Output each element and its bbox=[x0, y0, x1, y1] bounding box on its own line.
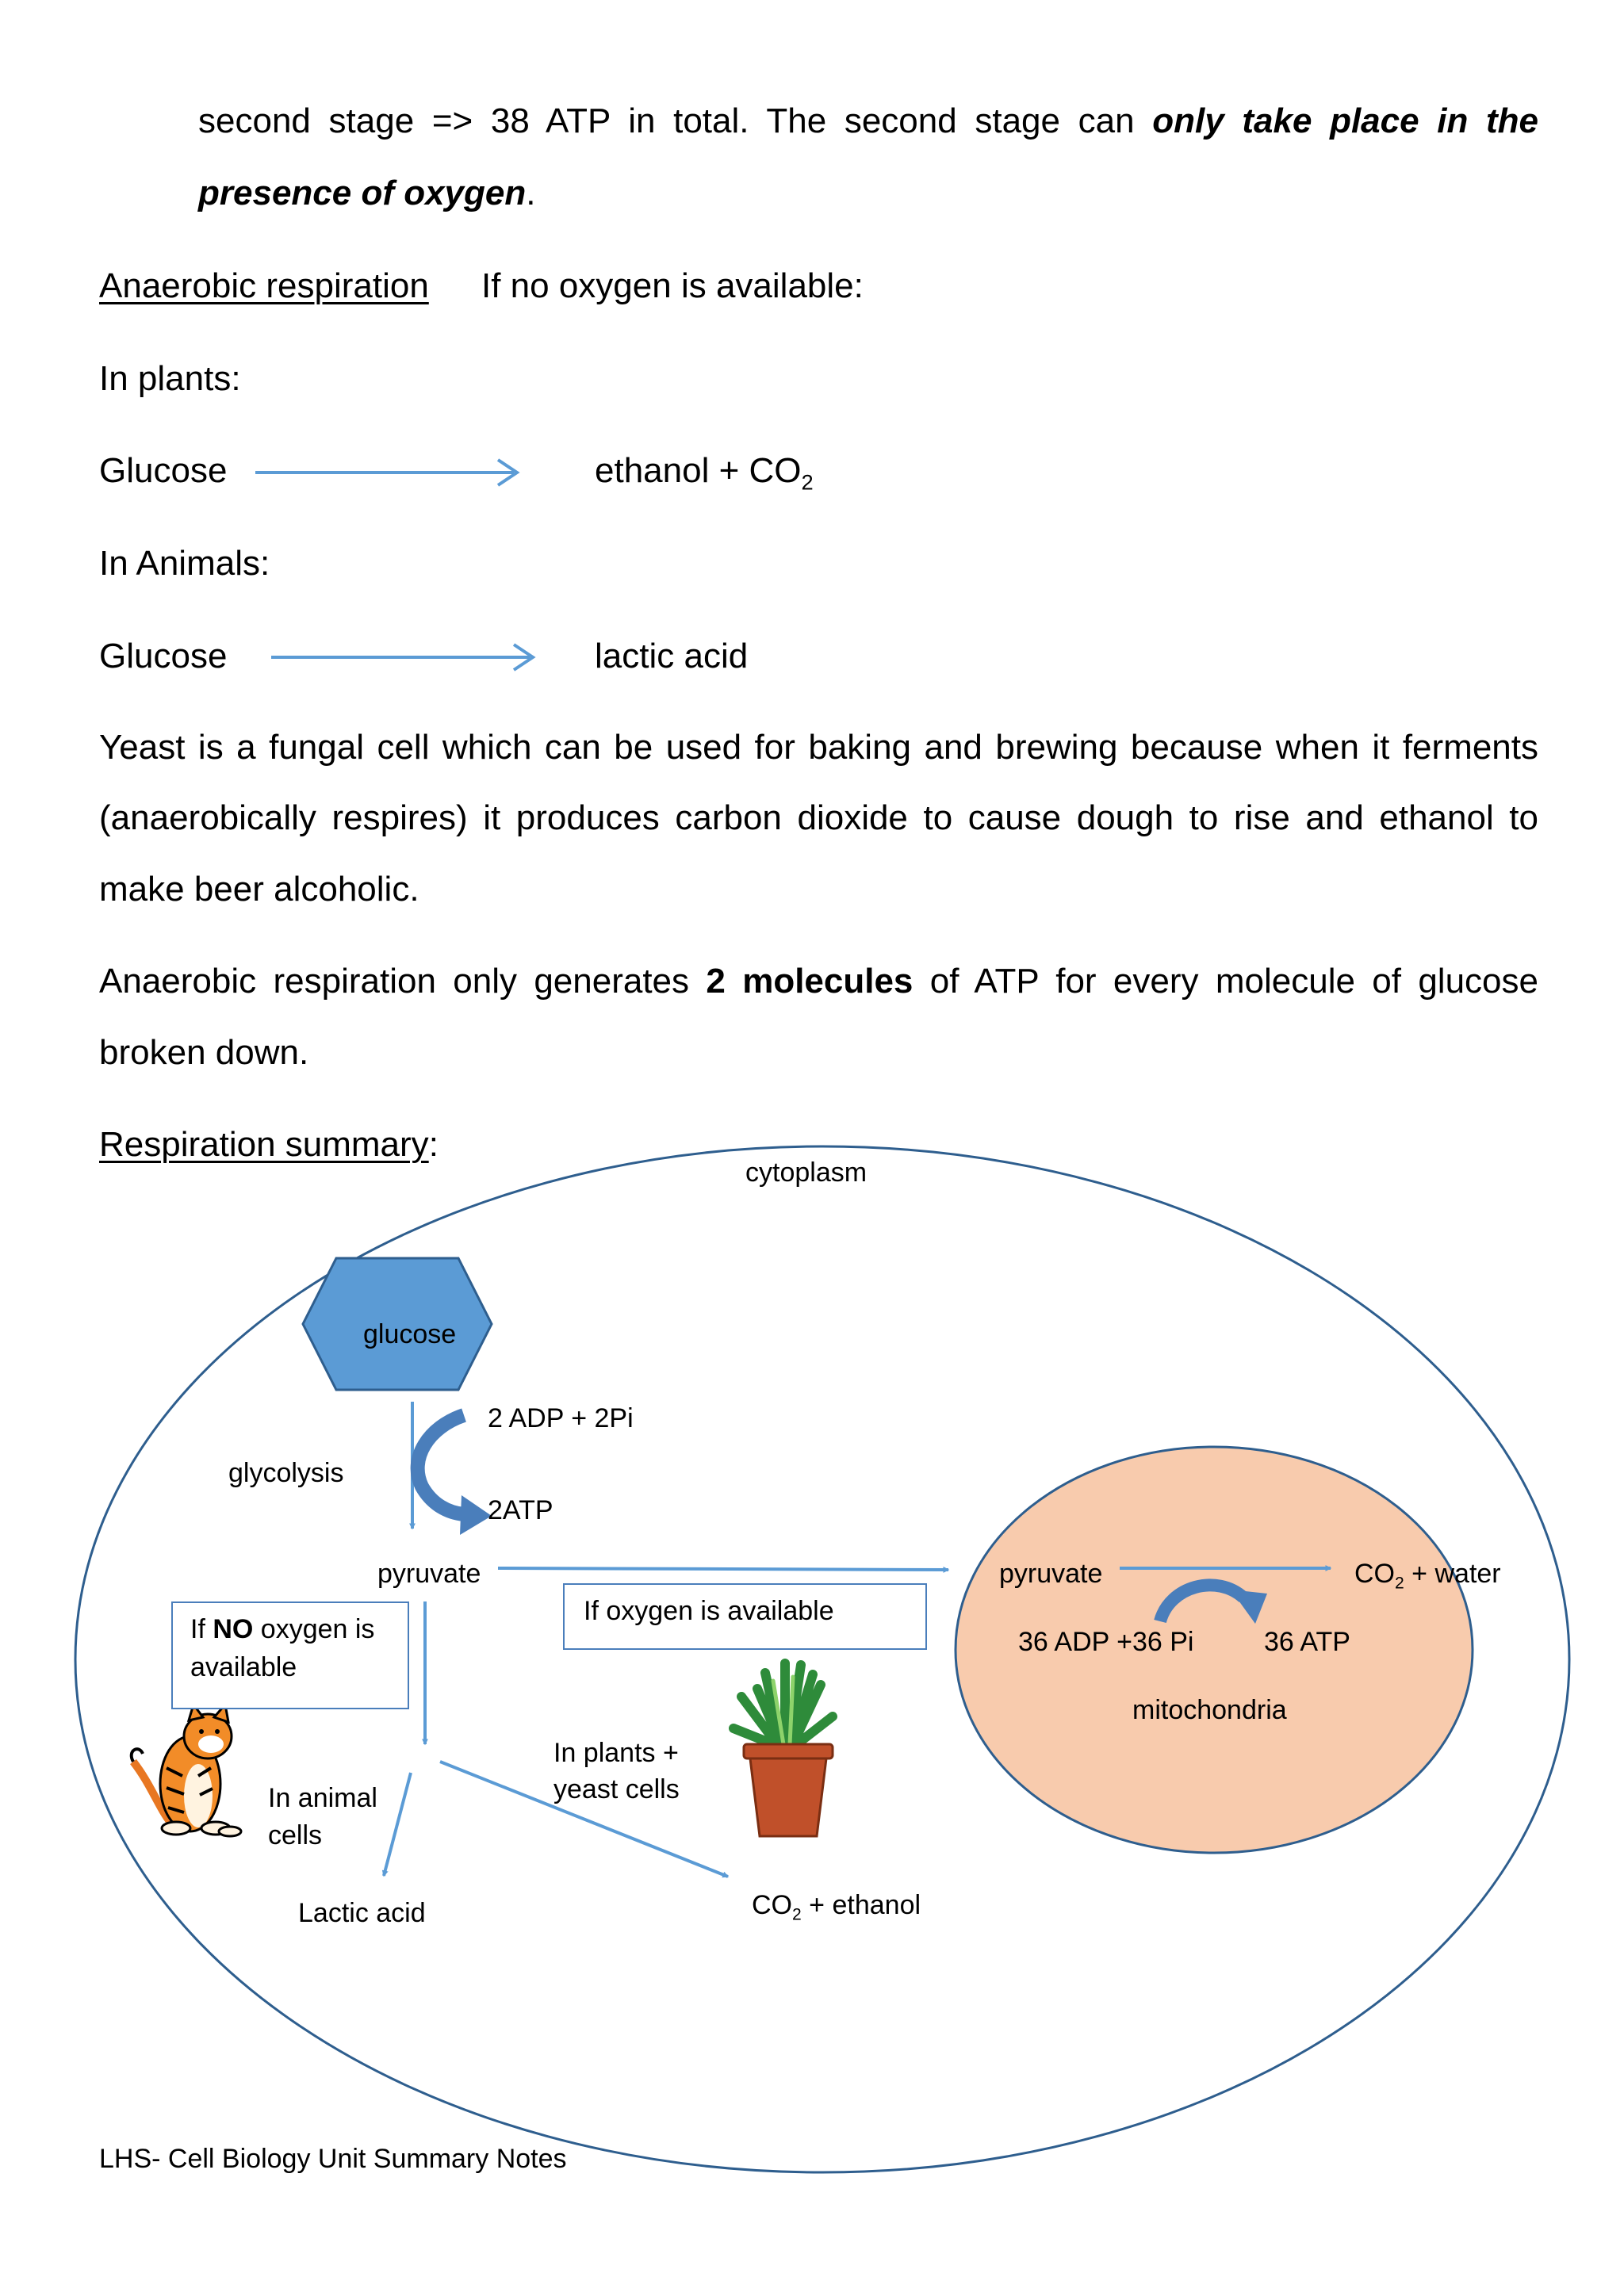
plants-reactant: Glucose bbox=[99, 451, 228, 490]
no-oxygen-box: If NO oxygen is available bbox=[171, 1601, 409, 1709]
plants-label: In plants: bbox=[99, 359, 241, 398]
mito-atp-label: 36 ATP bbox=[1264, 1627, 1350, 1657]
atp-output-label: 2ATP bbox=[488, 1495, 553, 1525]
oxygen-available-label: If oxygen is available bbox=[584, 1596, 834, 1626]
intro-line-1: second stage => 38 ATP in total. The sec… bbox=[198, 101, 1538, 140]
lactic-acid-label: Lactic acid bbox=[298, 1898, 426, 1928]
plants-yeast-label-2: yeast cells bbox=[553, 1774, 680, 1804]
anaerobic-condition: If no oxygen is available: bbox=[481, 266, 864, 305]
emphasis-presence-of-oxygen: presence of oxygen bbox=[198, 174, 527, 212]
atp-line-1: Anaerobic respiration only generates 2 m… bbox=[99, 962, 1538, 1001]
glucose-label: glucose bbox=[363, 1319, 457, 1349]
potted-plant-illustration bbox=[729, 1659, 837, 1838]
glycolysis-label: glycolysis bbox=[228, 1458, 344, 1488]
plants-product: ethanol + CO2 bbox=[595, 451, 814, 495]
ethanol-arrow bbox=[439, 1760, 730, 1878]
glucose-hexagon bbox=[301, 1257, 493, 1391]
intro-line-2: presence of oxygen. bbox=[198, 174, 536, 212]
aerobic-arrow bbox=[497, 1566, 950, 1573]
emphasis-2-molecules: 2 molecules bbox=[706, 962, 914, 1001]
animals-label: In Animals: bbox=[99, 544, 270, 583]
animals-arrow bbox=[271, 643, 536, 672]
mito-pyruvate-label: pyruvate bbox=[999, 1559, 1103, 1589]
emphasis-oxygen-only: only take place in the bbox=[1152, 101, 1538, 140]
animal-cells-label-1: In animal bbox=[268, 1783, 377, 1813]
plants-yeast-label-1: In plants + bbox=[553, 1738, 679, 1768]
mitochondrion-shape bbox=[954, 1445, 1474, 1854]
page-footer: LHS- Cell Biology Unit Summary Notes bbox=[99, 2144, 567, 2174]
pyruvate-label: pyruvate bbox=[377, 1559, 481, 1589]
no-oxygen-line-2: available bbox=[190, 1652, 297, 1682]
tiger-illustration bbox=[129, 1701, 243, 1838]
glycolysis-curved-arrow bbox=[410, 1408, 492, 1535]
mito-curved-arrow bbox=[1154, 1578, 1267, 1624]
oxygen-available-box: If oxygen is available bbox=[563, 1583, 927, 1650]
co2-water-label: CO2 + water bbox=[1354, 1559, 1501, 1593]
mito-adp-label: 36 ADP +36 Pi bbox=[1018, 1627, 1194, 1657]
lactic-acid-arrow bbox=[381, 1772, 412, 1877]
atp-line-2: broken down. bbox=[99, 1033, 309, 1072]
cell-outline bbox=[74, 1145, 1571, 2174]
animals-reactant: Glucose bbox=[99, 637, 228, 675]
yeast-line-3: make beer alcoholic. bbox=[99, 870, 419, 909]
yeast-line-1: Yeast is a fungal cell which can be used… bbox=[99, 728, 1538, 767]
animal-cells-label-2: cells bbox=[268, 1820, 323, 1850]
anaerobic-heading: Anaerobic respiration bbox=[99, 266, 429, 305]
plants-arrow bbox=[255, 458, 520, 487]
animals-product: lactic acid bbox=[595, 637, 749, 675]
mitochondria-label: mitochondria bbox=[1132, 1695, 1287, 1725]
cytoplasm-label: cytoplasm bbox=[745, 1158, 868, 1188]
no-oxygen-line-1: If NO oxygen is bbox=[190, 1614, 375, 1644]
summary-heading: Respiration summary: bbox=[99, 1125, 439, 1164]
adp-input-label: 2 ADP + 2Pi bbox=[488, 1403, 634, 1433]
yeast-line-2: (anaerobically respires) it produces car… bbox=[99, 798, 1538, 837]
co2-ethanol-label: CO2 + ethanol bbox=[752, 1890, 921, 1924]
